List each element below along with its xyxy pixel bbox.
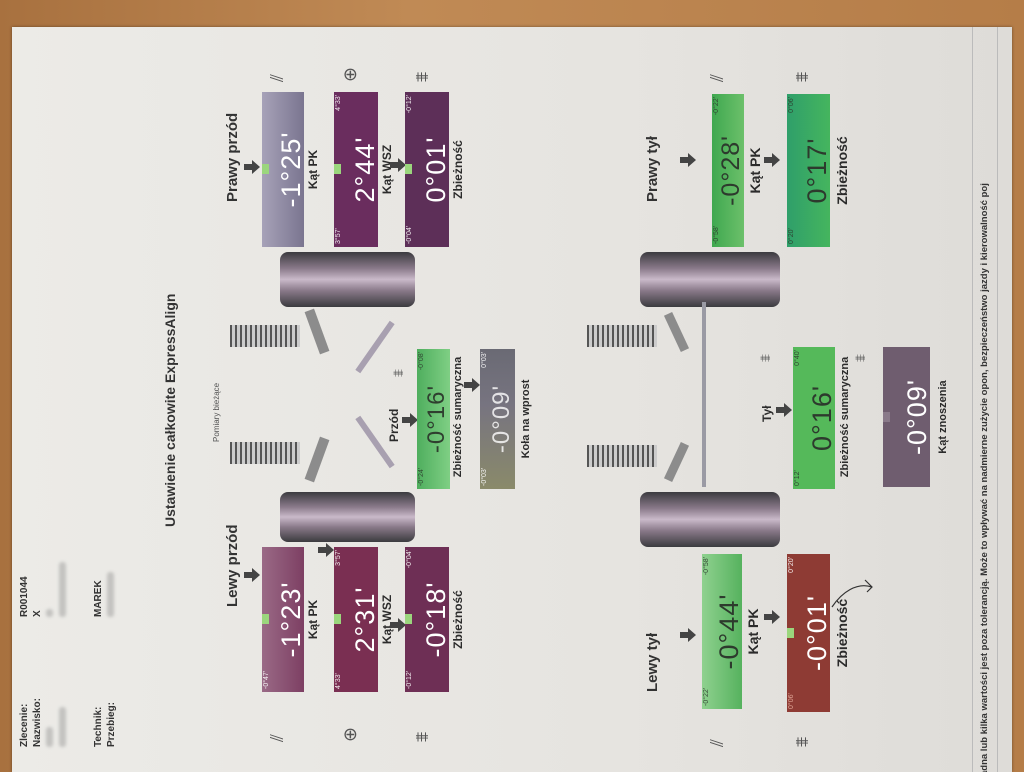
front-right-camber-box: -1°25' <box>262 92 304 247</box>
front-right-toe-box: -0°04'-0°12' 0°01' <box>405 92 449 247</box>
front-right-camber-label: Kąt PK <box>306 149 320 190</box>
toe-icon: ⩨ <box>412 731 432 742</box>
toe-icon: ⩨ <box>792 71 812 82</box>
caster-wheel-icon: ⊕ <box>340 726 360 742</box>
thrust-angle-box: -0°09' <box>883 347 930 487</box>
camber-icon: ⫽ <box>707 738 727 747</box>
thrust-icon: ⩨ <box>852 354 868 362</box>
arrow-down-icon <box>464 378 480 392</box>
arrow-down-icon <box>244 568 260 582</box>
camber-icon: ⫽ <box>267 733 287 742</box>
surname-value: X <box>32 610 43 617</box>
arrow-down-icon <box>318 543 334 557</box>
front-total-toe-box: -0°24'-0°08' -0°16' <box>417 349 450 489</box>
arrow-down-icon <box>680 628 696 642</box>
mileage-label: Przebieg: <box>106 701 117 747</box>
camber-icon: ⫽ <box>267 73 287 82</box>
arrow-down-icon <box>776 403 792 417</box>
technician-value: MAREK <box>93 580 104 617</box>
arrow-down-icon <box>402 413 418 427</box>
arrow-down-icon <box>764 610 780 624</box>
toe-icon: ⩨ <box>757 354 773 362</box>
front-right-heading: Prawy przód <box>224 112 241 202</box>
rear-left-heading: Lewy tył <box>644 632 661 692</box>
toe-icon: ⩨ <box>792 736 812 747</box>
rear-right-camber-label: Kąt PK <box>747 147 763 194</box>
front-left-wheel <box>280 492 415 542</box>
alignment-printout: Zlecenie: Nazwisko: Technik: Przebieg: R… <box>12 27 1012 772</box>
arrow-down-icon <box>244 160 260 174</box>
steering-centered-label: Koła na wprost <box>520 379 532 459</box>
header-values: R001044 X MAREK <box>18 562 118 617</box>
steering-centered-box: -0°03'0°03' -0°09' <box>480 349 515 489</box>
thrust-angle-label: Kąt znoszenia <box>937 380 949 454</box>
front-right-toe-label: Zbieżność <box>451 140 465 199</box>
arrow-down-icon <box>390 158 406 172</box>
rear-right-toe-box: 0°20'0°06' 0°17' <box>787 94 830 247</box>
camber-icon: ⫽ <box>707 73 727 82</box>
front-right-caster-box: 3°57'4°33' 2°44' <box>334 92 378 247</box>
rear-total-toe-box: 0°12'0°40' 0°16' <box>793 347 835 489</box>
front-left-toe-box: -0°12'-0°04' -0°18' <box>405 547 449 692</box>
rear-right-camber-box: -0°58'-0°22' -0°28' <box>712 94 744 247</box>
rear-total-toe-label: Zbieżność sumaryczna <box>839 356 851 478</box>
rear-left-camber-label: Kąt PK <box>745 608 761 655</box>
front-total-toe-label: Zbieżność sumaryczna <box>452 356 464 478</box>
toe-icon: ⩨ <box>390 369 406 377</box>
caster-wheel-icon: ⊕ <box>340 66 360 82</box>
arrow-down-icon <box>764 153 780 167</box>
front-left-toe-label: Zbieżność <box>451 590 465 649</box>
technician-label: Technik: <box>93 706 104 747</box>
rear-left-toe-box: 0°06'0°20' -0°01' <box>787 554 830 712</box>
front-center-heading: Przód <box>387 408 401 442</box>
arrow-down-icon <box>390 618 406 632</box>
rear-left-wheel <box>640 492 780 547</box>
order-value: R001044 <box>19 576 30 617</box>
handwritten-mark <box>831 579 873 608</box>
rear-right-toe-label: Zbieżność <box>834 136 850 205</box>
front-left-camber-label: Kąt PK <box>306 599 320 640</box>
front-right-wheel <box>280 252 415 307</box>
front-left-camber-box: -0°47' -1°23' <box>262 547 304 692</box>
front-left-heading: Lewy przód <box>224 524 241 607</box>
rear-right-wheel <box>640 252 780 307</box>
rear-center-heading: Tył <box>760 405 774 422</box>
surname-label: Nazwisko: <box>32 698 43 747</box>
rear-right-heading: Prawy tył <box>644 136 661 202</box>
tolerance-warning: adna lub kilka wartości jest poza tolera… <box>972 27 998 772</box>
toe-icon: ⩨ <box>412 71 432 82</box>
arrow-down-icon <box>680 153 696 167</box>
rear-left-camber-box: -0°22'-0°58' -0°44' <box>702 554 742 709</box>
subtitle: Pomiary bieżące <box>212 382 221 442</box>
front-left-caster-box: 4°33'3°57' 2°31' <box>334 547 378 692</box>
page-title: Ustawienie całkowite ExpressAlign <box>162 293 178 527</box>
order-label: Zlecenie: <box>19 703 30 747</box>
header-labels: Zlecenie: Nazwisko: Technik: Przebieg: <box>18 698 118 747</box>
